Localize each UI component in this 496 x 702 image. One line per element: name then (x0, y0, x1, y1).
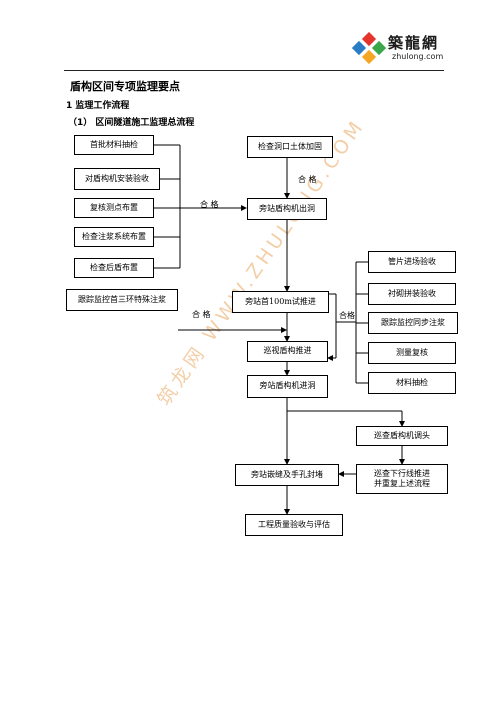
flow-box-first-material-check: 首批材料抽检 (74, 135, 154, 155)
flow-box-lining-assembly-acceptance: 衬砌拼装验收 (368, 283, 456, 305)
logo-text-en: zhulong.com (392, 52, 444, 61)
flow-box-grouting-system-check: 检查注浆系统布置 (74, 227, 154, 247)
document-title: 盾构区间专项监理要点 (70, 80, 180, 93)
flow-box-patrol-advance: 巡视盾构推进 (247, 341, 328, 362)
flow-box-machine-install-acceptance: 对盾构机安装验收 (74, 168, 160, 190)
flow-box-shield-launch: 旁站盾构机出洞 (247, 198, 327, 220)
flow-box-rear-shield-check: 检查后盾布置 (74, 258, 154, 278)
flow-box-quality-acceptance: 工程质量验收与评估 (245, 514, 343, 536)
subsection-heading: （1） 区间隧道施工监理总流程 (68, 118, 195, 128)
logo-mark-icon (351, 31, 387, 65)
flow-box-sync-grouting-tracking: 跟踪监控同步注浆 (368, 312, 458, 334)
logo-text-cn: 築龍網 (388, 34, 440, 52)
section-heading: 1 监理工作流程 (66, 101, 130, 111)
flow-box-segment-acceptance: 管片进场验收 (368, 251, 456, 273)
flow-box-shield-arrival: 旁站盾构机进洞 (247, 375, 328, 398)
header-rule (64, 70, 444, 71)
flow-box-downline-repeat: 巡查下行线推进 并重复上述流程 (356, 464, 448, 494)
label-pass-top: 合 格 (298, 175, 317, 184)
flow-box-caulking-sealing: 旁站嵌缝及手孔封堵 (235, 464, 339, 486)
flow-box-survey-point-recheck: 复核测点布置 (74, 198, 154, 218)
flow-box-survey-recheck: 测量复核 (368, 342, 456, 364)
label-pass-left: 合 格 (200, 200, 219, 209)
flow-box-material-sampling: 材料抽检 (368, 372, 456, 394)
flow-box-track-first-rings-grouting: 跟踪监控首三环特殊注浆 (66, 289, 178, 311)
site-logo: 築龍網 zhulong.com (351, 31, 444, 65)
label-pass-right: 合格 (339, 311, 355, 320)
flow-box-trial-advance: 旁站首100m试推进 (232, 291, 329, 313)
flow-box-portal-soil-check: 检查洞口土体加固 (247, 136, 333, 158)
flow-box-shield-turnaround: 巡查盾构机调头 (356, 426, 448, 446)
label-pass-track: 合 格 (192, 310, 211, 319)
